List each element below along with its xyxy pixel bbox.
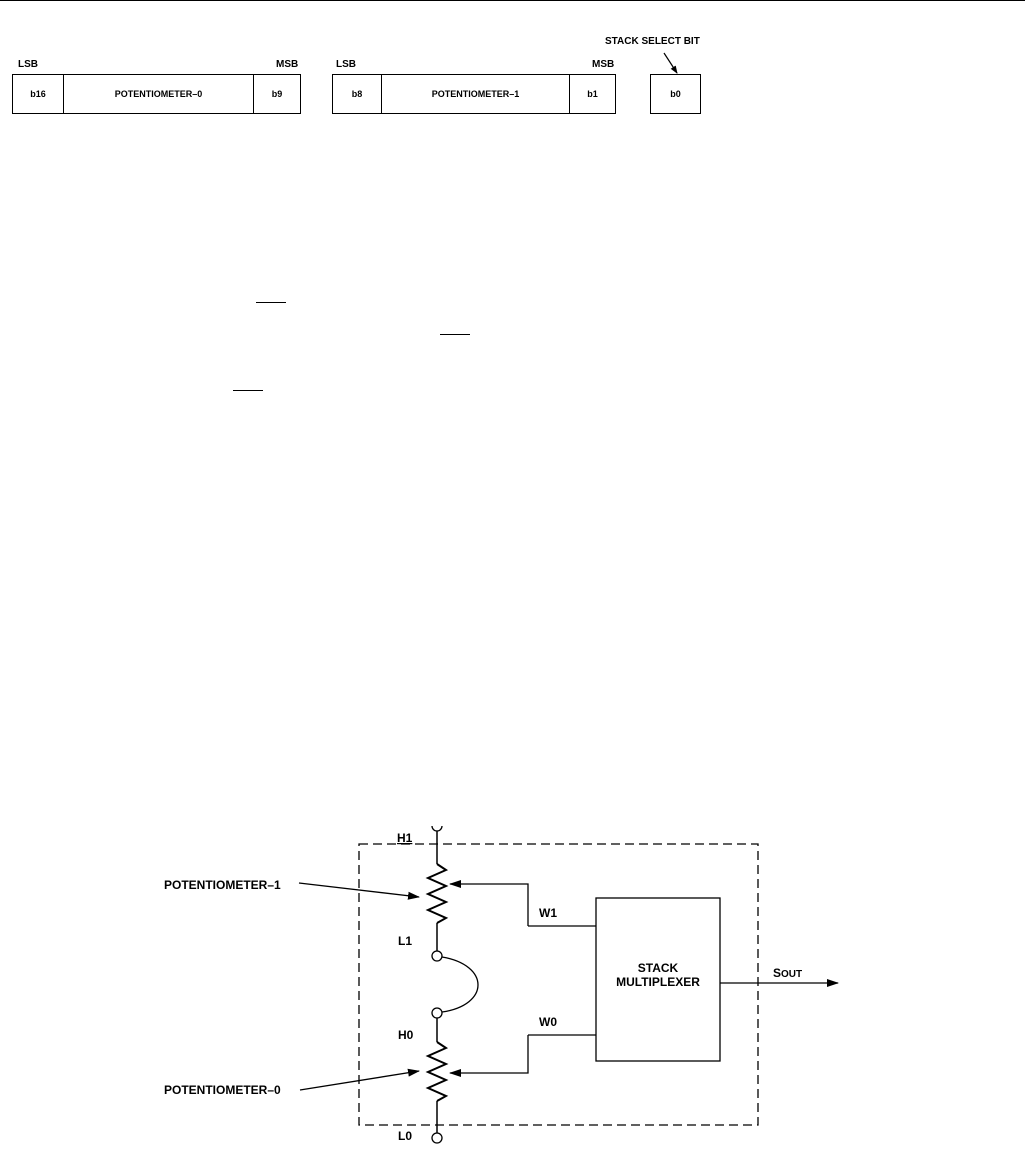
bit-b0: b0 — [670, 89, 681, 99]
page-top-rule — [0, 0, 1025, 1]
l1-h0-jumper — [441, 956, 479, 1013]
register-select-bit: b0 — [650, 74, 701, 114]
potentiometer-0-label: POTENTIOMETER–0 — [164, 1083, 281, 1097]
w1-wiper — [449, 880, 529, 926]
bit-b9: b9 — [271, 89, 283, 99]
l0-terminal — [431, 1132, 443, 1144]
word1-msb-label: MSB — [592, 59, 615, 70]
h1-label: H1 — [397, 831, 413, 845]
potentiometer-1-resistor — [425, 863, 449, 924]
h0-terminal — [431, 1007, 443, 1019]
word0-msb-label: MSB — [276, 59, 299, 70]
register-word-1: b8 POTENTIOMETER–1 b1 — [332, 74, 616, 114]
w0-wiper — [449, 1035, 529, 1077]
stack-select-label: STACK SELECT BIT — [605, 36, 700, 47]
l0-label: L0 — [398, 1129, 412, 1143]
potentiometer-0-resistor — [425, 1041, 449, 1102]
mux-label-line1: STACK — [638, 961, 679, 975]
overline-mark-3 — [233, 390, 263, 391]
word1-lsb-label: LSB — [336, 59, 356, 70]
l1-label: L1 — [398, 934, 412, 948]
bit-b8: b8 — [333, 75, 382, 113]
h1-terminal — [431, 825, 443, 832]
h0-label: H0 — [398, 1028, 414, 1042]
pot0-pointer-arrow — [299, 1068, 420, 1091]
l1-terminal — [431, 950, 443, 962]
bit-b16: b16 — [13, 75, 64, 113]
mux-label-line2: MULTIPLEXER — [616, 975, 700, 989]
overline-mark-1 — [256, 302, 286, 303]
sout-label: SOUT — [773, 966, 802, 980]
device-boundary — [358, 843, 759, 1126]
pot1-pointer-arrow — [298, 882, 420, 900]
potentiometer-1-field: POTENTIOMETER–1 — [382, 75, 570, 113]
bit-b1: b1 — [587, 89, 598, 99]
stack-multiplexer-block — [595, 897, 721, 1062]
register-word-0: b16 POTENTIOMETER–0 b9 — [12, 74, 301, 114]
potentiometer-1-label: POTENTIOMETER–1 — [164, 878, 281, 892]
word0-lsb-label: LSB — [18, 59, 38, 70]
w1-label: W1 — [539, 906, 557, 920]
stacked-pot-circuit: H1 L1 H0 L0 W1 W0 POTENTIOMETER–1 POTENT… — [164, 825, 839, 1144]
stack-select-arrow — [663, 52, 678, 74]
w0-label: W0 — [539, 1015, 557, 1029]
overline-mark-2 — [440, 334, 470, 335]
potentiometer-0-field: POTENTIOMETER–0 — [64, 75, 254, 113]
